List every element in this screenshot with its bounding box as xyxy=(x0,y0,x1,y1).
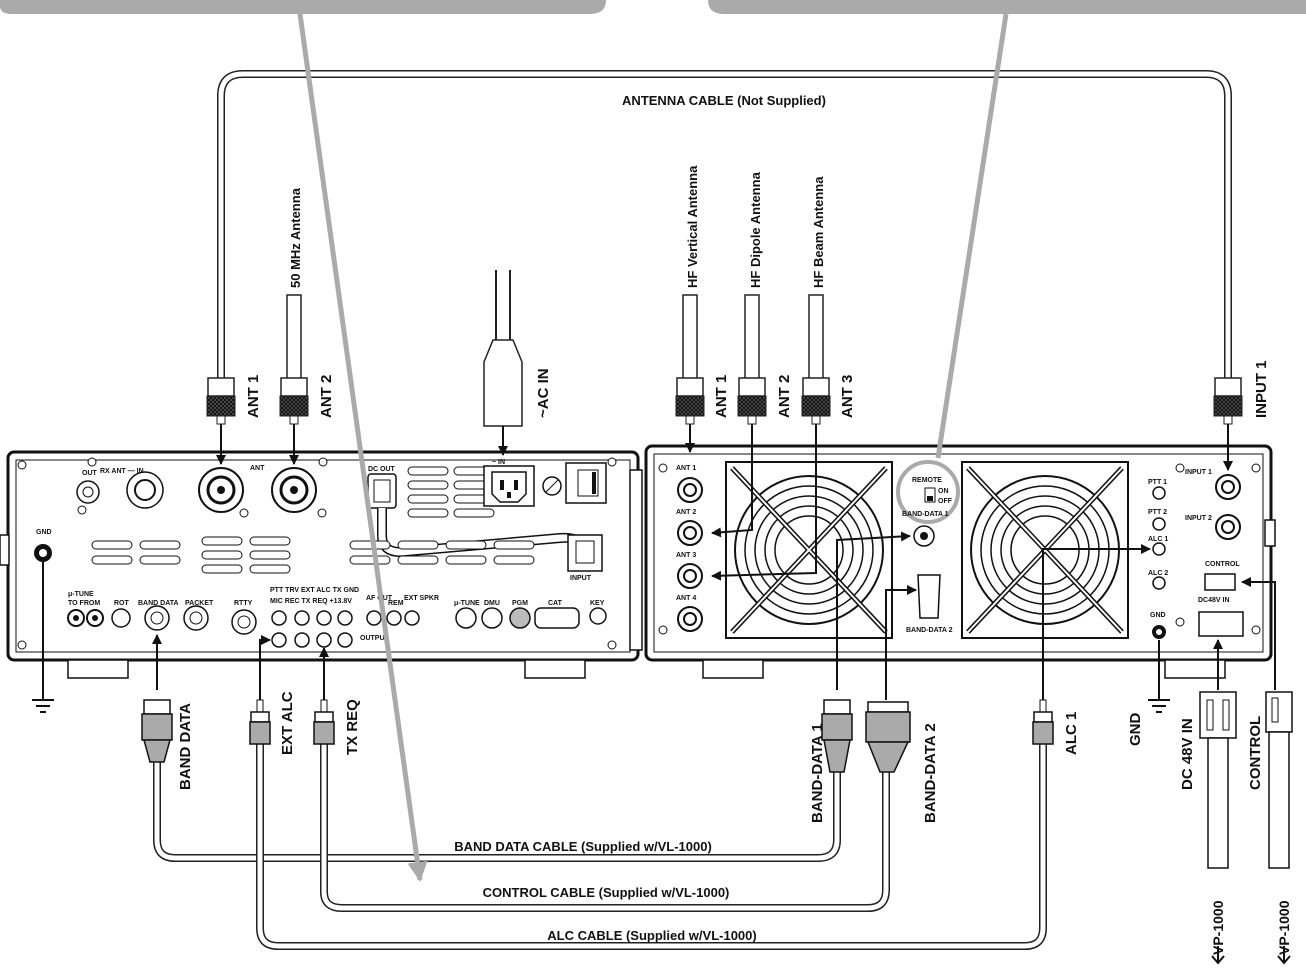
label-hf-beam-antenna: HF Beam Antenna xyxy=(811,176,826,288)
vp1000-arrows xyxy=(1211,946,1291,965)
antenna-leads xyxy=(286,294,824,381)
amp-ant2-label: ANT 2 xyxy=(676,509,696,516)
callout-box-right xyxy=(708,0,1306,14)
label-control: CONTROL xyxy=(1247,716,1264,790)
amp-ant3-label: ANT 3 xyxy=(676,552,696,559)
label-xcvr-ant2: ANT 2 xyxy=(318,375,335,418)
amplifier-rear-panel: ANT 1 ANT 2 ANT 3 ANT 4 REMOTE ON OFF BA… xyxy=(644,444,1276,679)
label-band-data: BAND DATA xyxy=(177,703,194,790)
label-input1: INPUT 1 xyxy=(1253,360,1270,418)
xcvr-to-from-label: TO FROM xyxy=(68,600,100,607)
label-vp1000-a: VP-1000 xyxy=(1210,900,1226,955)
label-50mhz-antenna: 50 MHz Antenna xyxy=(288,187,303,288)
label-gnd: GND xyxy=(1127,713,1144,747)
xcvr-pgm-label: PGM xyxy=(512,600,528,607)
label-hf-vertical-antenna: HF Vertical Antenna xyxy=(685,165,700,288)
xcvr-ext-spkr-label: EXT SPKR xyxy=(404,595,439,602)
xcvr-rot-label: ROT xyxy=(114,600,130,607)
xcvr-output-label: OUTPUT xyxy=(360,635,390,642)
bottom-plugs xyxy=(141,691,1293,869)
alc-cable-label: ALC CABLE (Supplied w/VL-1000) xyxy=(547,928,756,943)
alc-cable xyxy=(256,740,1047,950)
xcvr-mu-tune2-label: μ-TUNE xyxy=(454,600,480,607)
xcvr-dc-out-label: DC OUT xyxy=(368,466,396,473)
xcvr-input-label: INPUT xyxy=(570,575,592,582)
xcvr-rtty-label: RTTY xyxy=(234,600,253,607)
label-amp-ant2: ANT 2 xyxy=(776,375,793,418)
amp-dc48v-label: DC48V IN xyxy=(1198,597,1230,604)
xcvr-cat-label: CAT xyxy=(548,600,563,607)
amp-alc1-label: ALC 1 xyxy=(1148,536,1168,543)
label-vp1000-b: VP-1000 xyxy=(1276,900,1292,955)
xcvr-packet-label: PACKET xyxy=(185,600,214,607)
label-band-data1: BAND-DATA 1 xyxy=(809,723,826,823)
connection-arrows xyxy=(152,424,1276,700)
xcvr-ant-label: ANT xyxy=(250,465,265,472)
xcvr-mu-tune-label: μ-TUNE xyxy=(68,591,94,598)
antenna-cable-label: ANTENNA CABLE (Not Supplied) xyxy=(622,93,826,108)
ground-symbols xyxy=(32,562,1170,713)
amp-on-label: ON xyxy=(938,488,949,495)
label-xcvr-ant1: ANT 1 xyxy=(245,375,262,418)
xcvr-ac-in-label: ~ IN xyxy=(492,459,505,466)
label-dc48v-in: DC 48V IN xyxy=(1179,718,1196,790)
xcvr-out-label: OUT xyxy=(82,470,98,477)
amp-alc2-label: ALC 2 xyxy=(1148,570,1168,577)
control-cable xyxy=(320,740,890,912)
amp-band-data2-label: BAND-DATA 2 xyxy=(906,627,953,634)
xcvr-rem-label: REM xyxy=(388,600,404,607)
callout-leaders xyxy=(297,13,1009,882)
amp-ant1-label: ANT 1 xyxy=(676,465,696,472)
transceiver-rear-panel: OUT RX ANT — IN ANT DC OUT ~ IN GND μ-TU… xyxy=(0,450,643,679)
label-band-data2: BAND-DATA 2 xyxy=(922,723,939,823)
xcvr-band-data-label: BAND DATA xyxy=(138,600,179,607)
label-amp-ant3: ANT 3 xyxy=(839,375,856,418)
antenna-cable xyxy=(217,70,1232,380)
label-tx-req: TX REQ xyxy=(344,699,361,755)
xcvr-key-label: KEY xyxy=(590,600,605,607)
amp-off-label: OFF xyxy=(938,498,953,505)
amp-gnd-label: GND xyxy=(1150,612,1166,619)
xcvr-rx-ant-label: RX ANT — IN xyxy=(100,468,144,475)
amp-band-data1-label: BAND-DATA 1 xyxy=(902,511,949,518)
band-data-cable xyxy=(153,760,841,862)
amp-remote-label: REMOTE xyxy=(912,477,942,484)
amp-input2-label: INPUT 2 xyxy=(1185,515,1212,522)
band-data-cable-label: BAND DATA CABLE (Supplied w/VL-1000) xyxy=(454,839,712,854)
amp-ant4-label: ANT 4 xyxy=(676,595,696,602)
label-ext-alc: EXT ALC xyxy=(279,691,296,755)
label-amp-ant1: ANT 1 xyxy=(713,375,730,418)
amp-control-label: CONTROL xyxy=(1205,561,1240,568)
xcvr-gnd-label: GND xyxy=(36,529,52,536)
control-cable-label: CONTROL CABLE (Supplied w/VL-1000) xyxy=(483,885,730,900)
amp-ptt2-label: PTT 2 xyxy=(1148,509,1167,516)
xcvr-dmu-label: DMU xyxy=(484,600,500,607)
ac-power-plug xyxy=(483,270,523,456)
xcvr-ptt-row-label: PTT TRV EXT ALC TX GND xyxy=(270,587,359,594)
amp-input1-label: INPUT 1 xyxy=(1185,469,1212,476)
label-hf-dipole-antenna: HF Dipole Antenna xyxy=(748,171,763,288)
callout-box-left xyxy=(0,0,606,14)
amp-ptt1-label: PTT 1 xyxy=(1148,479,1167,486)
xcvr-mic-row-label: MIC REC TX REQ +13.8V xyxy=(270,598,352,605)
label-ac-in: ~AC IN xyxy=(535,368,552,418)
label-alc1: ALC 1 xyxy=(1063,712,1080,755)
